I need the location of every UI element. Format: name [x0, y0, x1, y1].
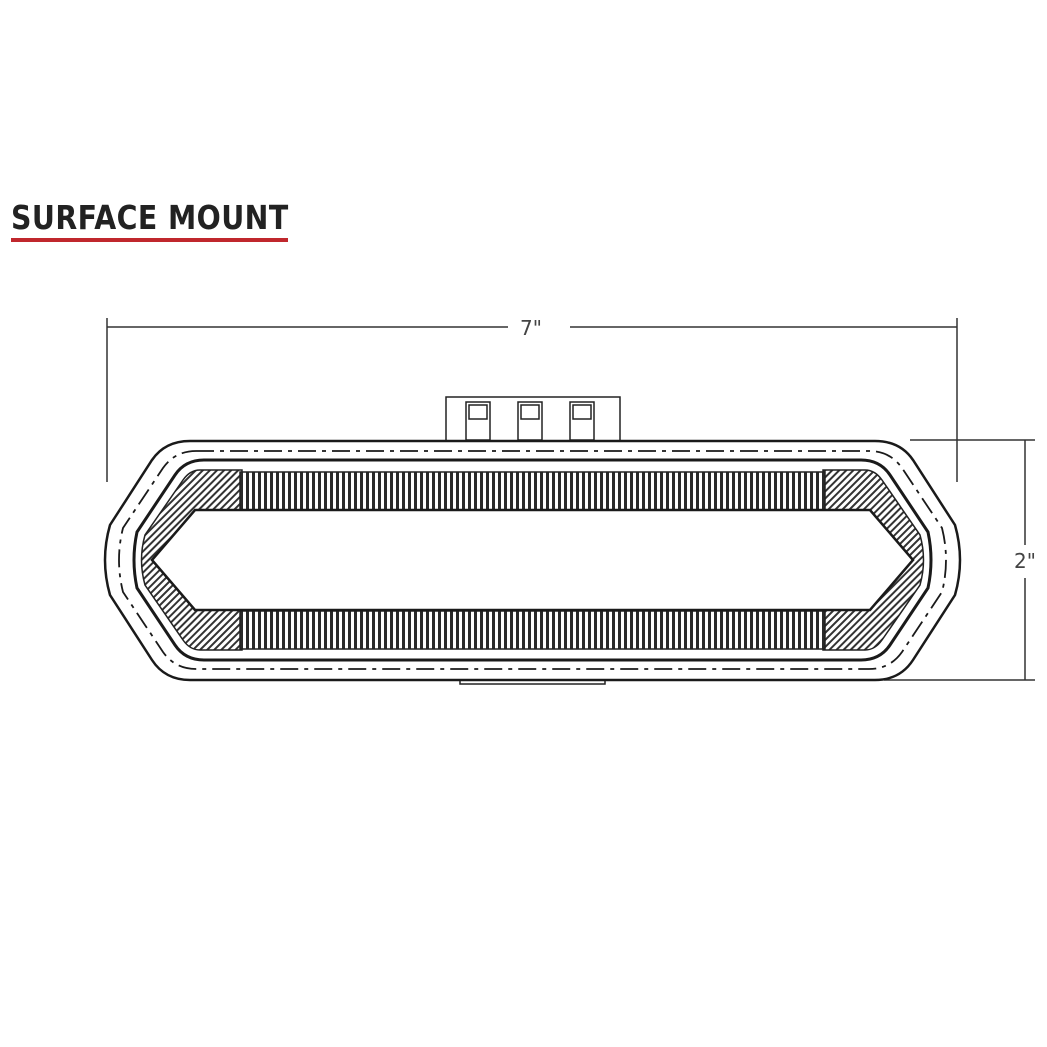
title-underline [11, 238, 288, 242]
led-strip-top [239, 471, 826, 511]
page-title: SURFACE MOUNT [11, 198, 289, 237]
led-strip-bottom [239, 610, 826, 650]
height-dimension [884, 439, 1035, 681]
connector-icon [517, 401, 543, 441]
width-dimension [106, 318, 958, 482]
width-label: 7" [520, 316, 542, 340]
connector-block [445, 396, 621, 442]
connector-icon [569, 401, 595, 441]
inner-opening [150, 508, 915, 612]
height-label: 2" [1014, 549, 1036, 573]
connector-icon [465, 401, 491, 441]
